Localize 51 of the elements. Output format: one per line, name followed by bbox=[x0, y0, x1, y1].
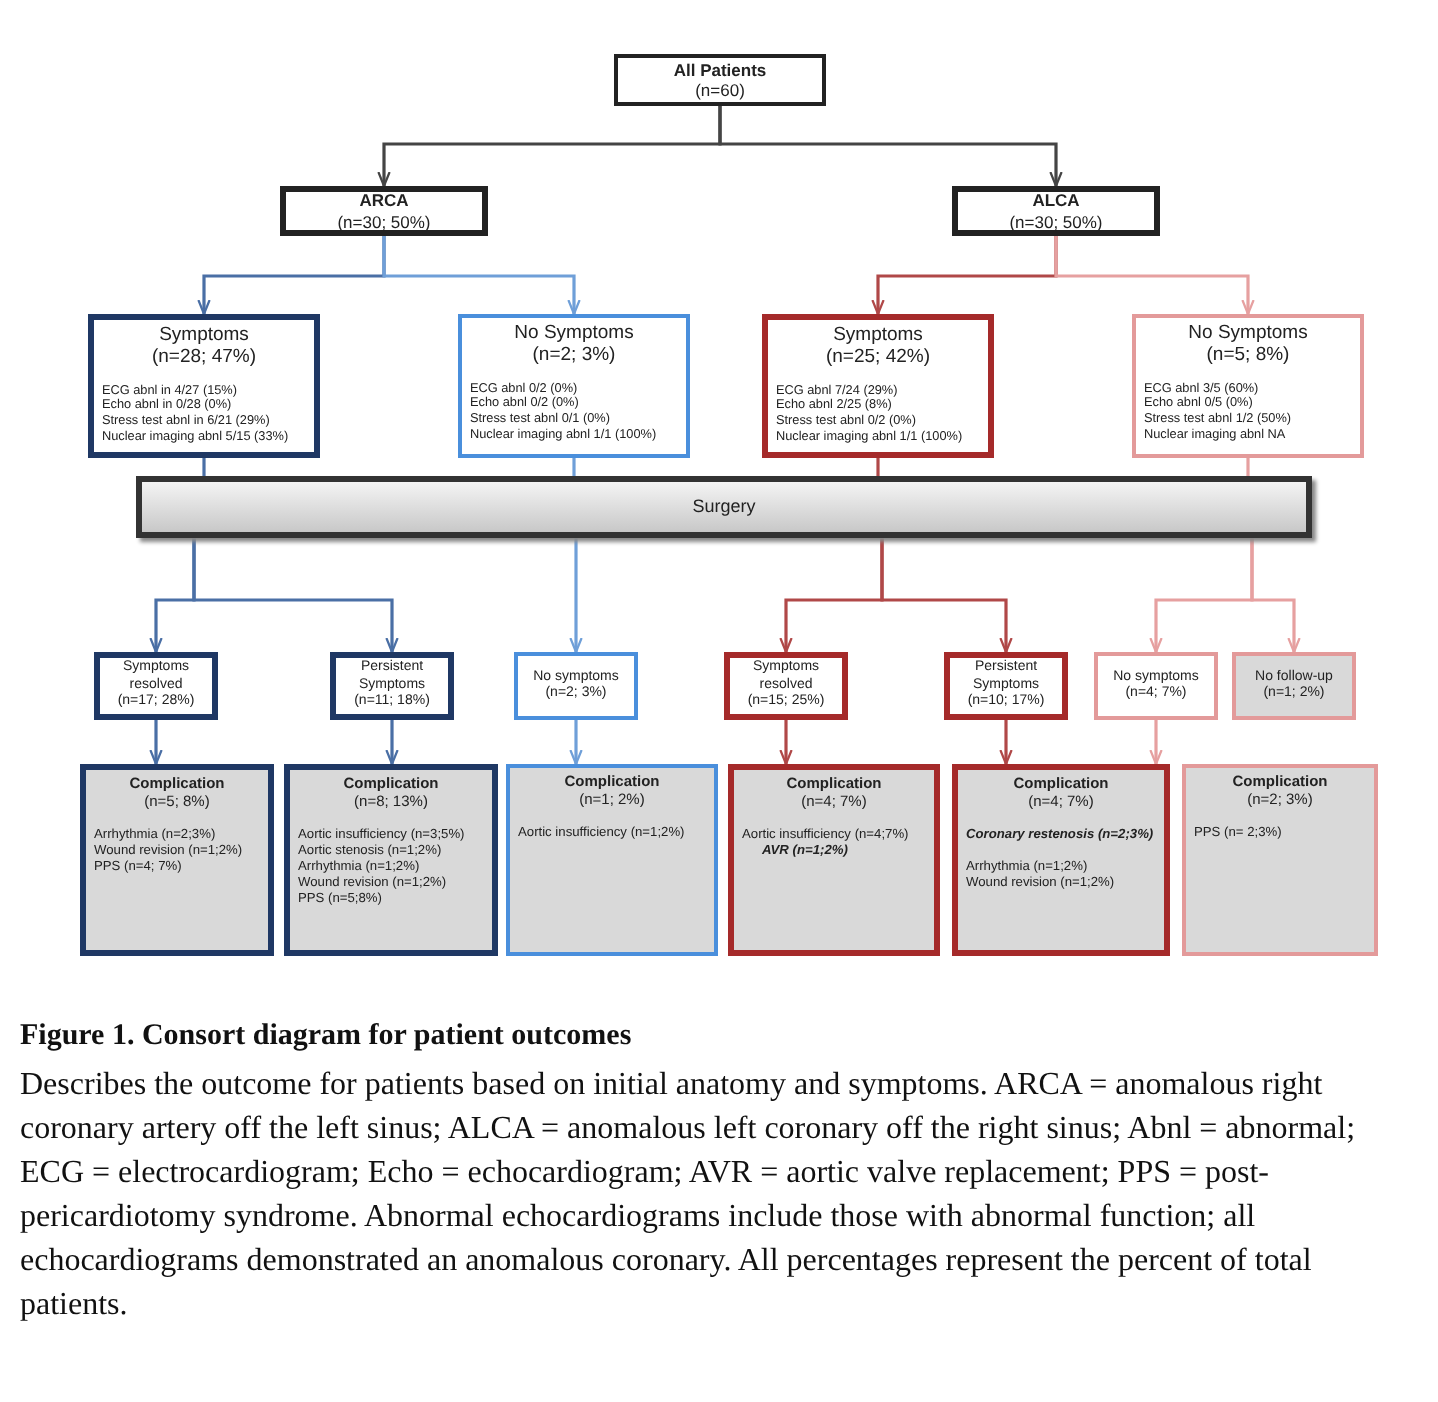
complication-box bbox=[80, 764, 274, 956]
symptoms-box bbox=[762, 314, 994, 458]
box-title: All Patients bbox=[671, 59, 769, 80]
group-box bbox=[952, 186, 1160, 236]
outcome-box bbox=[94, 652, 218, 720]
arrow bbox=[1149, 720, 1163, 766]
complication-box bbox=[728, 764, 940, 956]
arrow bbox=[569, 538, 583, 654]
caption-text: Describes the outcome for patients based on initial anatomy and symptoms. ARCA = anomalous right coronary artery off the left sinus; ALCA = anomalous left coronary off the right sinus; Abnl = abnormal; ECG = electrocardiogram; Echo = echocardiogram; AVR = aortic valve replacement; PPS = post-pericardiotomy syndrome. Abnormal echocardiograms include those with abnormal function; all echocardiograms demonstrated an anomalous coronary. All percentages represent the percent of total patients. bbox=[20, 1066, 1358, 1326]
arrow bbox=[1250, 538, 1301, 654]
symptoms-box bbox=[88, 314, 320, 458]
outcome-box bbox=[724, 652, 848, 720]
surgery-bar bbox=[136, 476, 1312, 538]
box-title: Symptoms bbox=[831, 324, 925, 347]
box-title: ARCA bbox=[357, 190, 411, 211]
arrow bbox=[718, 106, 1063, 188]
box-title: ALCA bbox=[1030, 190, 1082, 211]
arrow bbox=[779, 720, 793, 766]
count-text: (n=60) bbox=[693, 80, 747, 101]
arrow bbox=[385, 720, 399, 766]
count-text: (n=2; 3%) bbox=[530, 344, 618, 368]
count-text: (n=5; 8%) bbox=[1204, 344, 1292, 368]
complication-box bbox=[952, 764, 1170, 956]
arrow bbox=[880, 538, 1013, 654]
symptoms-box bbox=[458, 314, 690, 458]
count-text: (n=30; 50%) bbox=[1007, 211, 1105, 232]
outcome-box bbox=[514, 652, 638, 720]
arrow bbox=[569, 720, 583, 766]
complication-box bbox=[1182, 764, 1378, 956]
arrow bbox=[192, 538, 399, 654]
symptoms-box bbox=[1132, 314, 1364, 458]
box-title: No Symptoms bbox=[512, 322, 636, 345]
complication-box bbox=[506, 764, 718, 956]
outcome-box bbox=[330, 652, 454, 720]
box-title: No Symptoms bbox=[1186, 322, 1310, 345]
box-title: Surgery bbox=[690, 496, 758, 518]
complication-box bbox=[284, 764, 498, 956]
outcome-box bbox=[1232, 652, 1356, 720]
outcome-box bbox=[944, 652, 1068, 720]
group-box bbox=[614, 54, 826, 106]
arrow bbox=[1054, 236, 1255, 316]
arrow bbox=[382, 236, 581, 316]
count-text: (n=30; 50%) bbox=[335, 211, 433, 232]
arrow bbox=[999, 720, 1013, 766]
outcome-box bbox=[1094, 652, 1218, 720]
figure-title: Figure 1. Consort diagram for patient outcomes bbox=[20, 1020, 632, 1054]
arrow bbox=[149, 720, 163, 766]
count-text: (n=25; 42%) bbox=[823, 346, 933, 370]
group-box bbox=[280, 186, 488, 236]
box-title: Symptoms bbox=[157, 324, 251, 347]
count-text: (n=28; 47%) bbox=[149, 346, 259, 370]
